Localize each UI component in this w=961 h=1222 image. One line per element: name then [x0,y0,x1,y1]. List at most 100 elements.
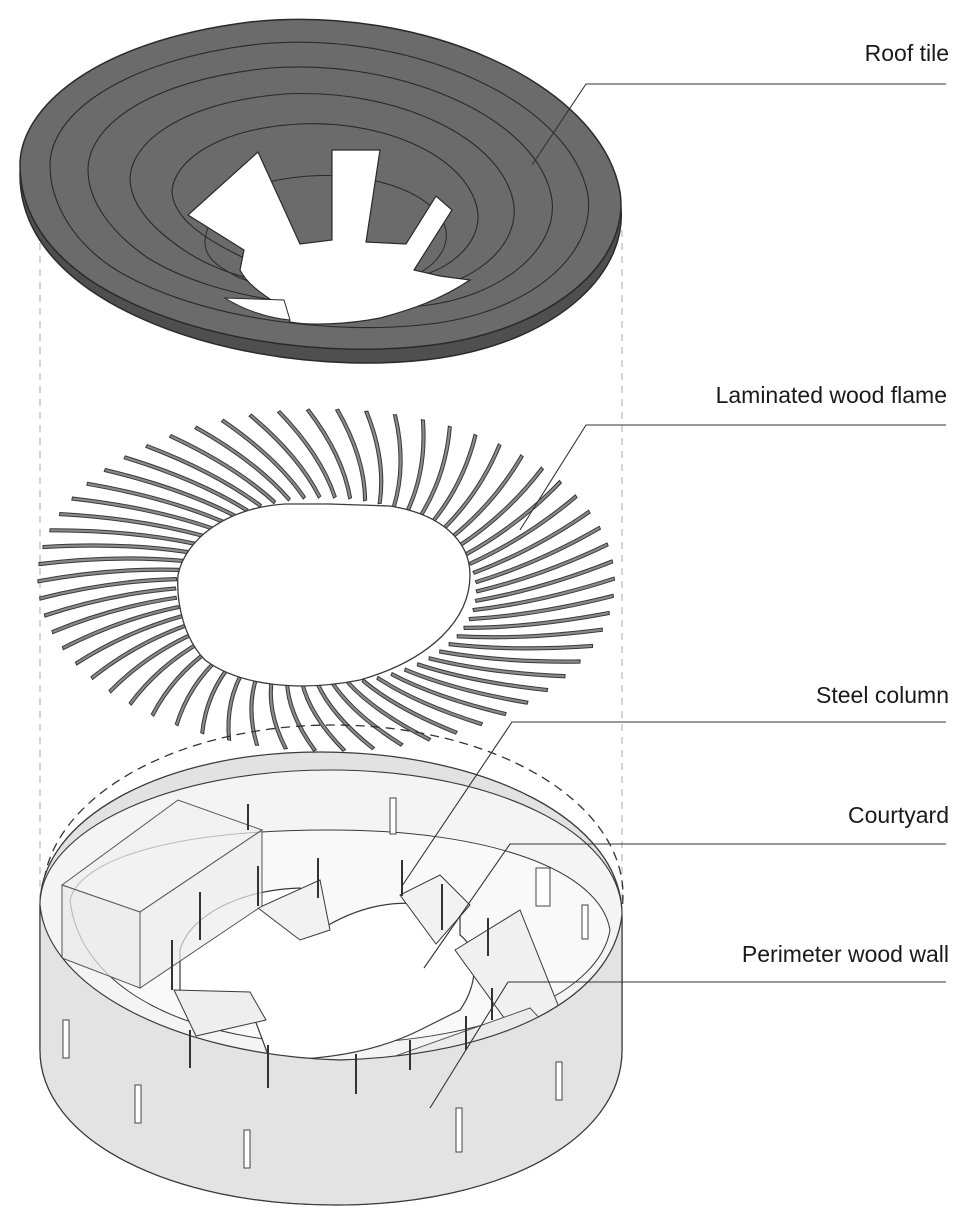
laminated-wood-rib [174,654,224,727]
laminated-wood-rib [463,610,610,630]
laminated-wood-rib [226,666,248,742]
laminated-wood-rib [200,660,236,735]
laminated-wood-rib [334,408,368,502]
laminated-wood-rib [391,414,403,508]
leader-roof-tile [531,83,946,166]
roof-opening-lower-left [223,297,291,321]
label-courtyard: Courtyard [848,802,949,828]
laminated-wood-rib [74,614,184,666]
laminated-wood-rib [284,678,318,752]
wall-window-8 [581,904,589,940]
laminated-wood-rib [49,528,196,546]
laminated-wood-rib [305,408,353,500]
laminated-wood-rib [61,604,180,651]
laminated-wood-rib [268,675,289,750]
laminated-wood-rib [439,649,581,664]
laminated-wood-rib [37,567,180,584]
wall-window-1 [62,1019,70,1059]
label-laminated-wood-flame: Laminated wood flame [715,382,947,408]
perimeter-wall-front [39,904,623,1206]
label-roof-tile: Roof tile [864,40,949,66]
roof-ring-2 [87,66,553,309]
laminated-wood-rib [428,433,478,526]
leader-laminated-wood-flame [519,424,946,531]
partition-a [257,879,331,941]
laminated-wood-rib [276,410,337,499]
laminated-wood-rib [90,622,189,681]
laminated-wood-rib [474,525,602,585]
wall-window-3 [243,1129,251,1169]
laminated-wood-frame-layer [37,408,616,752]
laminated-wood-rib [103,467,236,518]
laminated-wood-rib [439,443,502,533]
laminated-wood-rib [463,479,563,557]
roof-ring-4 [171,123,479,283]
frame-inner-edge [177,503,471,687]
laminated-wood-rib [38,556,184,567]
leader-steel-column [401,721,946,887]
base-layer [39,724,624,1206]
alignment-guides [39,230,623,915]
laminated-wood-rib [86,481,225,525]
laminated-wood-rib [475,542,609,594]
laminated-wood-rib [363,410,384,505]
roof-opening [187,149,472,325]
laminated-wood-rib [42,543,189,555]
laminated-wood-rib [248,413,322,499]
label-perimeter-wood-wall: Perimeter wood wall [741,941,949,967]
wall-window-5 [555,1061,563,1101]
leader-perimeter-wood-wall [429,981,946,1109]
wall-window-7 [535,867,551,907]
laminated-wood-rib [220,418,307,500]
laminated-wood-rib [376,675,484,727]
laminated-wood-rib [456,466,545,549]
laminated-wood-rib [390,671,507,717]
laminated-wood-rib [299,680,347,752]
laminated-wood-rib [472,509,591,575]
partition-b [399,874,471,945]
laminated-wood-rib [417,425,452,519]
laminated-wood-rib [428,656,566,679]
laminated-wood-rib [71,496,214,531]
laminated-wood-rib [448,454,524,541]
laminated-wood-rib [474,559,614,603]
laminated-wood-rib [58,511,204,539]
wall-window-6 [389,797,397,835]
laminated-wood-rib [168,433,277,505]
roof-tile-layer [19,18,622,364]
partition-c [173,989,267,1037]
wall-window-4 [455,1107,463,1153]
label-steel-column: Steel column [816,682,949,708]
leader-lines [401,83,946,1109]
roof-ring-5 [204,175,447,290]
roof-top-surface [19,18,622,350]
laminated-wood-rib [346,680,432,742]
roof-ring-1 [49,41,590,329]
laminated-wood-rib [404,418,426,514]
laminated-wood-rib [468,494,578,566]
laminated-wood-rib [123,455,249,513]
laminated-wood-rib [150,647,213,718]
leader-courtyard [423,843,946,969]
laminated-wood-rib [361,678,459,735]
laminated-wood-rib [472,576,616,613]
laminated-wood-rib [403,667,529,705]
laminated-wood-rib [39,577,178,601]
laminated-wood-rib [456,627,603,640]
laminated-wood-rib [416,662,549,693]
laminated-wood-rib [43,586,177,618]
laminated-wood-rib [315,681,376,751]
wall-window-2 [134,1084,142,1124]
laminated-wood-rib [145,443,263,509]
laminated-wood-rib [51,595,178,635]
laminated-wood-rib [468,593,615,622]
steel-columns [171,804,493,1094]
laminated-wood-rib [249,672,261,746]
roof-ring-3 [129,92,515,295]
laminated-wood-rib [330,681,404,747]
laminated-wood-rib [448,641,594,651]
rib-inner-ring [177,503,471,687]
laminated-wood-rib [108,631,196,694]
laminated-wood-rib [193,425,292,502]
